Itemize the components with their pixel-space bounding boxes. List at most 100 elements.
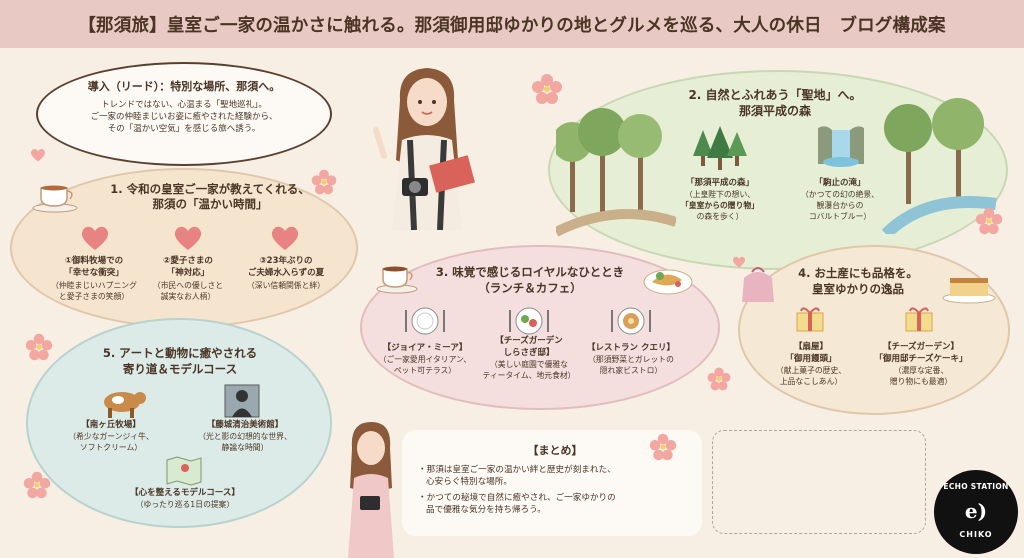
section4-panel (738, 245, 1010, 415)
sec2-item1-l2: （上皇陛下の想い、 (684, 190, 756, 199)
gift-bag-icon (738, 262, 778, 306)
heart-icon (81, 226, 109, 250)
sec4-title2: 皇室ゆかりの逸品 (812, 282, 904, 296)
page-title: 【那須旅】皇室ご一家の温かさに触れる。那須御用邸ゆかりの地とグルメを巡る、大人の… (0, 0, 1024, 48)
intro-title: 導入（リード）：特別な場所、那須へ。 (87, 80, 281, 93)
sec4-title1: 4. お土産にも品格を。 (798, 266, 918, 280)
sec2-title1: 2. 自然とふれあう「聖地」へ。 (688, 88, 862, 102)
sec5-item2-l1: 【藤城清治美術館】 (206, 420, 284, 430)
girl-with-camera-illustration (362, 60, 492, 230)
flower-icon (649, 433, 677, 461)
gift-box-icon (904, 305, 934, 333)
silhouette-art-icon (224, 384, 260, 418)
map-icon (165, 456, 203, 486)
sec2-item1-l1: 「那須平成の森」 (685, 178, 754, 188)
logo-top-text: ECHO STATION (943, 482, 1009, 491)
sec5-item3-l2: （ゆったり巡る1日の提案） (135, 500, 235, 509)
sec1-title1: 1. 令和の皇室ご一家が教えてくれる、 (110, 182, 310, 196)
small-heart-icon (732, 256, 746, 268)
sec1-item2-l4: 誠実なお人柄） (160, 292, 216, 301)
summary-b2l1: ・かつての秘境で自然に癒やされ、ご一家ゆかりの (418, 493, 616, 503)
flower-icon (311, 169, 337, 195)
sec2-item1-l3: 「皇室からの贈り物」 (681, 201, 759, 210)
gift-box-icon (795, 305, 825, 333)
sec1-item1-l4: と愛子さまの笑顔） (58, 292, 130, 301)
sec3-item1-l3: ペット可テラス） (393, 366, 457, 375)
galette-plate-icon (608, 306, 654, 336)
echo-station-logo: ECHO STATION e) CHIKO (934, 470, 1018, 554)
sec3-item2-l2: しらさぎ邸】 (503, 348, 555, 358)
sec2-item2-l3: 観瀑台からの (816, 201, 864, 210)
sec3-item1-l2: （ご一家愛用イタリアン、 (378, 355, 472, 364)
sec1-item1-l3: （仲睦まじいハプニング (51, 281, 137, 290)
section5-panel (26, 318, 332, 528)
sec4-item2-l1: 【チーズガーデン】 (882, 342, 960, 352)
sec1-title2: 那須の「温かい時間」 (152, 197, 268, 211)
sec1-item3-l1: ③23年ぶりの (259, 256, 313, 266)
sec4-item1-l2: 「御用饅頭」 (785, 354, 837, 364)
flower-icon (975, 207, 1003, 235)
sec3-item2-l3: （美しい庭園で優雅な (490, 360, 568, 369)
sec3-title2: （ランチ＆カフェ） (478, 281, 582, 295)
trees-icon (693, 126, 747, 172)
sec1-item1-l2: 「幸せな衝突」 (64, 268, 124, 278)
salad-plate-icon (506, 306, 552, 336)
flower-icon (25, 333, 53, 361)
sec4-item1-l1: 【扇屋】 (793, 342, 828, 352)
sec3-item3-l2: （那須野菜とガレットの (588, 355, 674, 364)
sec2-item1-l4: の森を歩く） (696, 212, 744, 221)
heart-icon (174, 226, 202, 250)
forest-illustration-left (556, 92, 676, 242)
sec5-title2: 寄り道＆モデルコース (122, 362, 238, 376)
waterfall-icon (814, 124, 868, 168)
cheesecake-icon (942, 270, 996, 304)
plate-cutlery-icon (402, 306, 448, 336)
sec3-item2-l1: 【チーズガーデン (495, 336, 563, 346)
sec5-item2-l3: 静謐な時間） (221, 443, 269, 452)
sec1-item2-l2: 「神対応」 (166, 268, 210, 278)
sec3-title1: 3. 味覚で感じるロイヤルなひととき (435, 265, 625, 279)
logo-bottom-text: CHIKO (959, 530, 993, 539)
forest-illustration-right (876, 84, 1006, 234)
sec5-item1-l2: （希少なガーンジィ牛、 (68, 432, 154, 441)
sec3-item2-l4: ティータイム、地元食材） (482, 371, 576, 380)
logo-mark: e) (964, 499, 988, 523)
empty-note-box (712, 430, 926, 534)
intro-line1: トレンドではない、心温まる「聖地巡礼」。 (101, 100, 267, 110)
section2-panel (548, 70, 1008, 270)
summary-title: 【まとめ】 (527, 444, 583, 457)
intro-line2: ご一家の仲睦まじいお姿に癒やされた経験から、 (90, 112, 278, 122)
sec2-item2-l1: 「駒止の滝」 (814, 178, 866, 188)
summary-b1l1: ・那須は皇室ご一家の温かい絆と歴史が刻まれた、 (418, 465, 616, 475)
sec1-item3-l3: （深い信頼関係と絆） (247, 281, 325, 290)
sec5-item1-l1: 【南ヶ丘牧場】 (81, 420, 141, 430)
cow-icon (98, 386, 148, 418)
intro-line3: その「温かい空気」を感じる旅へ誘う。 (107, 124, 261, 134)
sec4-item1-l4: 上品なこしあん） (779, 377, 843, 386)
sec2-item2-l4: コバルトブルー） (808, 212, 872, 221)
sec1-item3-l2: ご夫婦水入らずの夏 (247, 268, 325, 278)
sec3-item3-l1: 【レストラン クエリ】 (587, 343, 675, 353)
heart-icon (271, 226, 299, 250)
small-heart-icon (31, 148, 45, 162)
sec5-title1: 5. アートと動物に癒やされる (102, 346, 258, 360)
teacup-icon (30, 178, 80, 214)
sec4-item2-l2: 「御用邸チーズケーキ」 (874, 354, 968, 364)
sec1-item1-l1: ①御料牧場での (64, 256, 124, 266)
summary-b1l2: 心安らぐ特別な場所。 (426, 477, 512, 487)
sec3-item3-l3: 隠れ家ビストロ） (599, 366, 663, 375)
intro-speech-bubble (36, 62, 332, 166)
sec4-item2-l3: （濃厚な定番、 (893, 366, 949, 375)
flower-icon (532, 74, 562, 104)
sec5-item1-l3: ソフトクリーム） (79, 443, 143, 452)
flower-icon (23, 471, 51, 499)
sec1-item2-l3: （市民への優しさと (152, 281, 224, 290)
summary-b2l2: 品で優雅な気分を持ち帰ろう。 (426, 505, 546, 515)
section1-panel (10, 168, 358, 328)
sec2-item2-l2: （かつての幻の絶景、 (801, 190, 879, 199)
sec4-item2-l4: 贈り物にも最適） (889, 377, 953, 386)
sec2-title2: 那須平成の森 (738, 104, 811, 118)
girl-summary-illustration (336, 418, 406, 558)
sec1-item2-l1: ②愛子さまの (163, 256, 213, 266)
sec3-item1-l1: 【ジョイア・ミーア】 (382, 343, 468, 353)
